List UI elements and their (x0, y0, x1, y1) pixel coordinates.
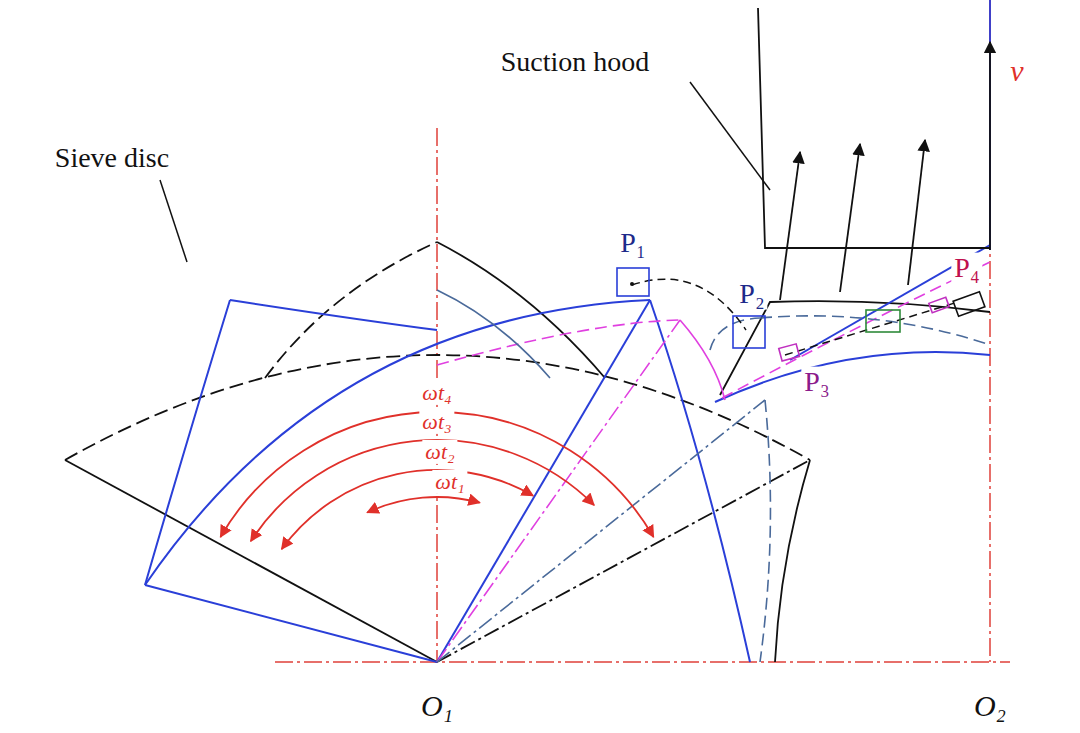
leader-lines (160, 82, 770, 262)
angle-label: ωt₁ (432, 470, 467, 494)
angle-label: ωt₃ (419, 410, 454, 434)
position-label: P₁ (617, 228, 648, 259)
disc-position-blue (145, 245, 990, 662)
particle-markers (617, 268, 985, 361)
disc-position-magenta (437, 262, 990, 662)
hood-wall (989, 0, 991, 250)
part-label: Sieve disc (55, 143, 169, 174)
center-label: O₁ (421, 689, 453, 722)
airflow-arrows (780, 42, 990, 300)
position-label: P₂ (736, 279, 767, 310)
center-label: O₂ (974, 689, 1006, 722)
angle-label: ωt₂ (422, 440, 457, 464)
position-label: P₄ (951, 253, 982, 284)
disc-position-slate (437, 290, 990, 662)
position-label: P₃ (801, 367, 832, 398)
disc-position-black (65, 242, 990, 662)
axis-lines (275, 0, 1010, 662)
part-label: Suction hood (501, 47, 650, 78)
velocity-symbol: v (1010, 54, 1023, 87)
angle-label: ωt₄ (419, 381, 454, 405)
